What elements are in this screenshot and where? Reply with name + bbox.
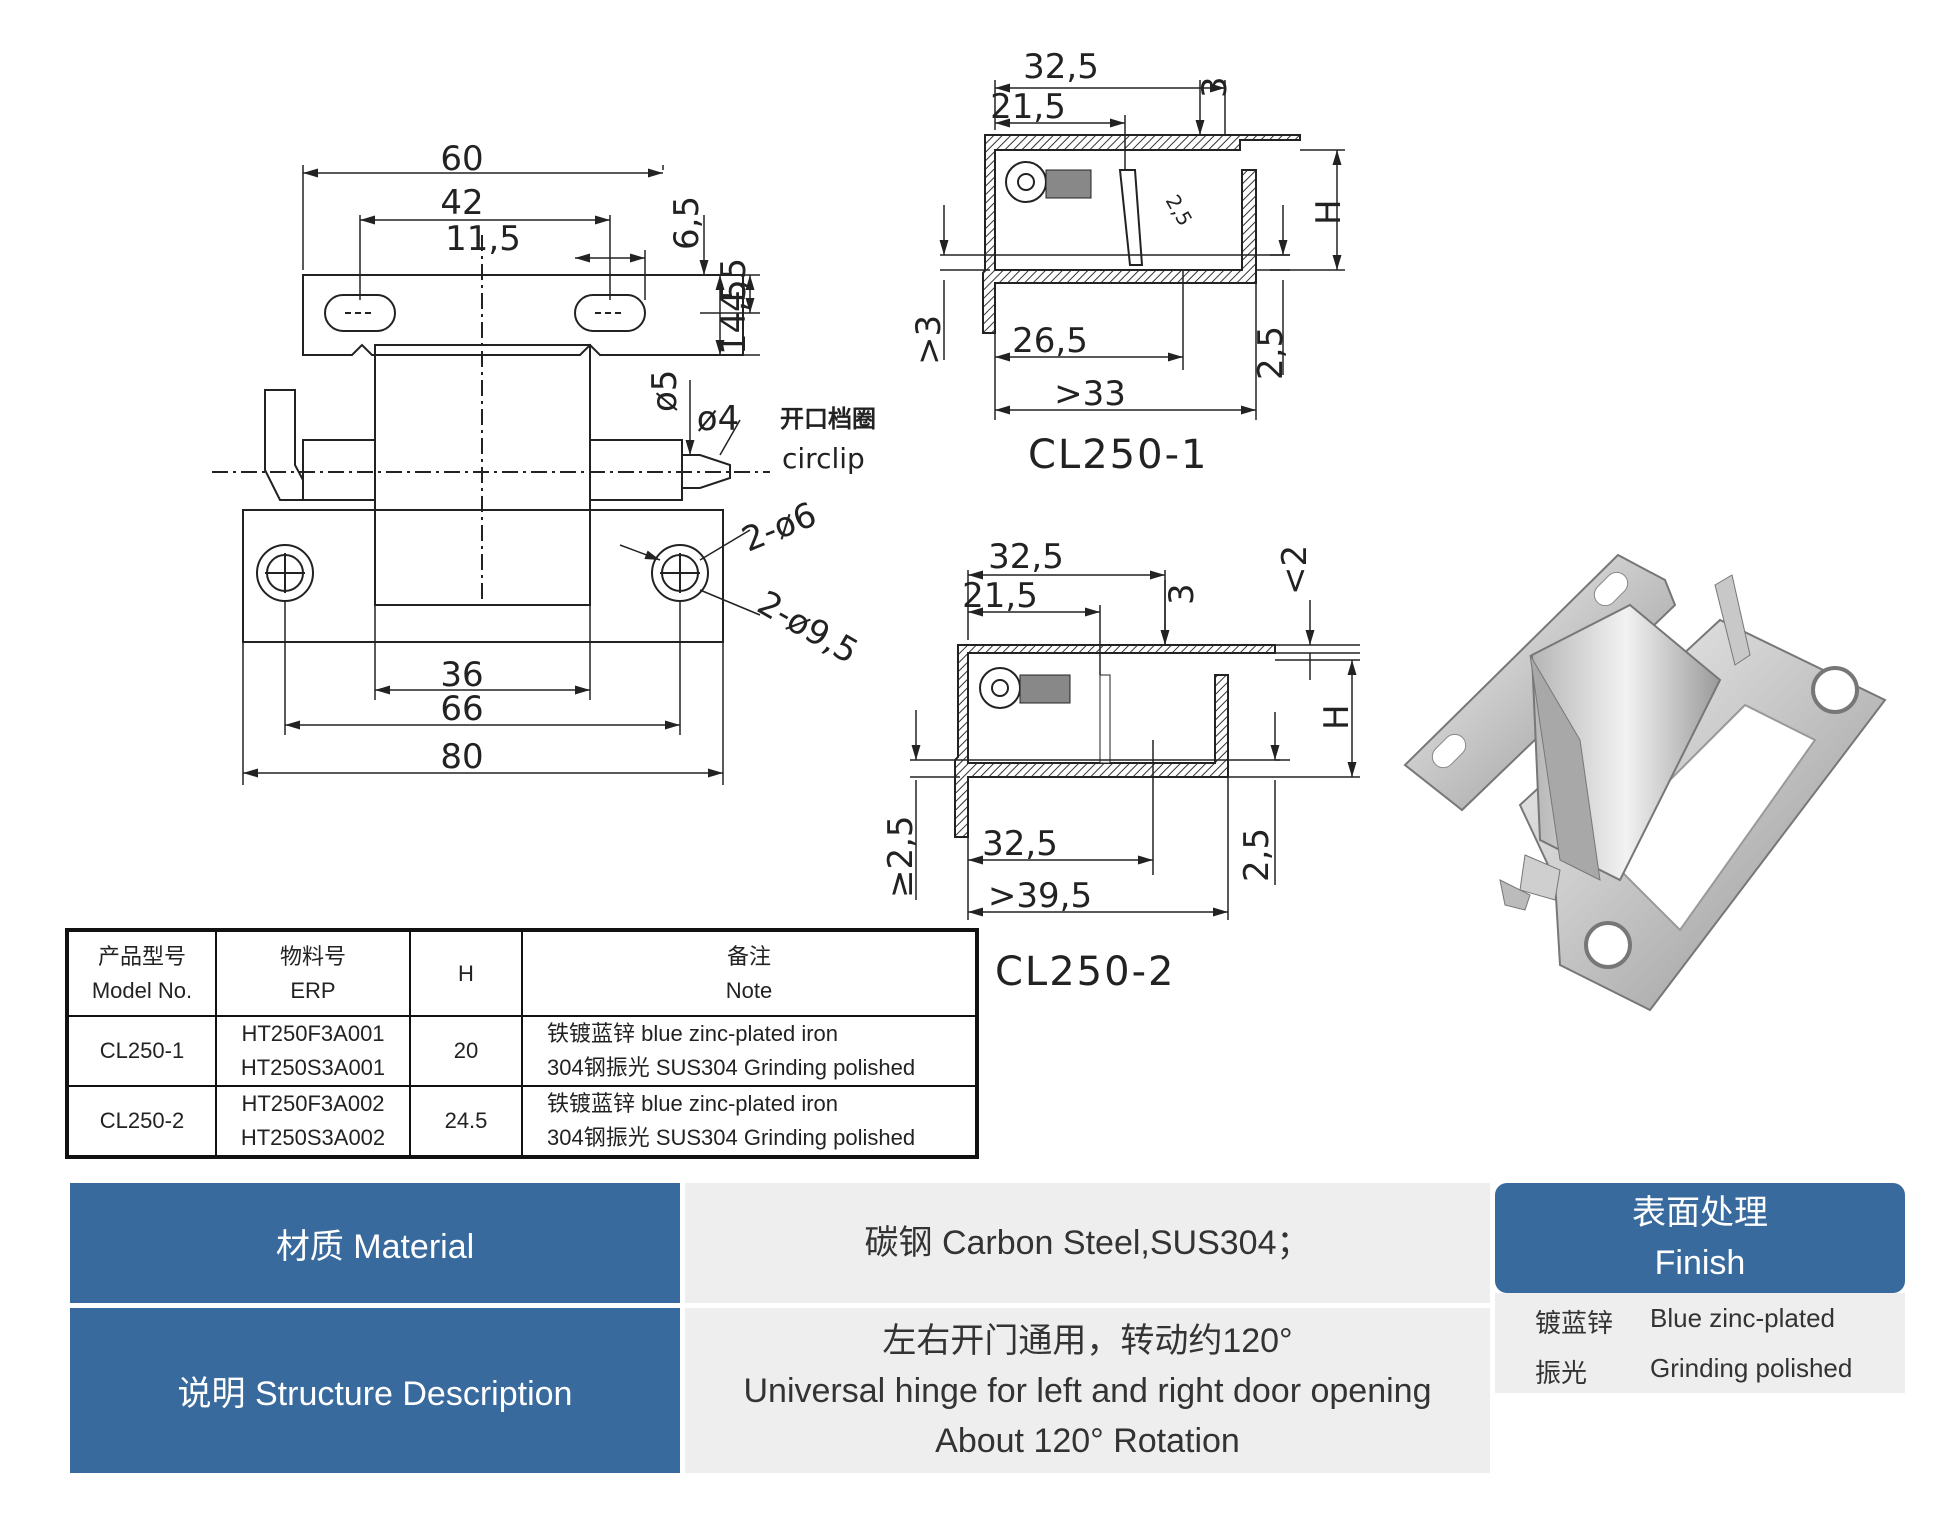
- s1-dim-gt3: >3: [909, 315, 949, 365]
- finish-list: 镀蓝锌 Blue zinc-plated 振光 Grinding polishe…: [1495, 1293, 1905, 1393]
- s1-dim-32-5: 32,5: [1023, 47, 1099, 87]
- structure-line-2: Universal hinge for left and right door …: [743, 1371, 1432, 1410]
- s1-dim-h: H: [1309, 199, 1349, 225]
- s2-dim-lt2: <2: [1275, 545, 1315, 595]
- header-model: 产品型号 Model No.: [66, 929, 217, 1017]
- cell-erp: HT250F3A002 HT250S3A002: [215, 1085, 411, 1158]
- s1-dim-2-5-small: 2,5: [1161, 191, 1198, 231]
- section-cl250-2: 32,5 21,5 3 <2 H ≥2,5 2,5 32,5 >39,5 CL2…: [881, 537, 1360, 995]
- dim-80: 80: [440, 737, 483, 777]
- spec-header-row: 产品型号 Model No. 物料号 ERP H 备注 Note: [66, 929, 978, 1017]
- finish-item: 振光 Grinding polished: [1535, 1353, 1853, 1388]
- front-view-labels: 60 42 11,5 6,5 4,5 14,5 ø5 ø4 开口档圈 circl…: [440, 139, 876, 777]
- front-view: [212, 235, 770, 643]
- table-row: CL250-1 HT250F3A001 HT250S3A001 20 铁镀蓝锌 …: [66, 1015, 978, 1087]
- material-value: 碳钢 Carbon Steel,SUS304；: [685, 1183, 1490, 1303]
- dim-2-dia-6: 2-ø6: [736, 495, 822, 561]
- spec-table: 产品型号 Model No. 物料号 ERP H 备注 Note CL250-1…: [65, 928, 979, 1159]
- finish-item: 镀蓝锌 Blue zinc-plated: [1535, 1303, 1835, 1338]
- dim-6-5: 6,5: [667, 196, 707, 250]
- cell-model: CL250-2: [66, 1085, 217, 1158]
- hinge-product-image: [1403, 553, 1887, 1012]
- cell-note: 铁镀蓝锌 blue zinc-plated iron 304钢振光 SUS304…: [521, 1085, 978, 1158]
- cell-erp: HT250F3A001 HT250S3A001: [215, 1015, 411, 1087]
- dim-60: 60: [440, 139, 483, 179]
- s1-dim-2-5: 2,5: [1251, 326, 1291, 380]
- structure-description: 左右开门通用，转动约120° Universal hinge for left …: [685, 1308, 1490, 1473]
- dim-11-5: 11,5: [445, 219, 521, 259]
- finish-header: 表面处理 Finish: [1495, 1183, 1905, 1293]
- cell-h: 24.5: [409, 1085, 523, 1158]
- dim-42: 42: [440, 183, 483, 223]
- table-row: CL250-2 HT250F3A002 HT250S3A002 24.5 铁镀蓝…: [66, 1085, 978, 1158]
- s2-dim-32-5: 32,5: [988, 537, 1064, 577]
- dim-dia-5: ø5: [645, 370, 685, 412]
- dim-36: 36: [440, 655, 483, 695]
- s2-dim-gt39-5: >39,5: [988, 876, 1092, 916]
- cell-h: 20: [409, 1015, 523, 1087]
- finish-title-en: Finish: [1654, 1244, 1746, 1282]
- finish-title-cn: 表面处理: [1632, 1194, 1768, 1232]
- s2-dim-h: H: [1317, 704, 1357, 730]
- structure-label: 说明 Structure Description: [70, 1308, 680, 1473]
- s1-dim-21-5: 21,5: [990, 87, 1066, 127]
- s1-dim-3: 3: [1195, 76, 1235, 98]
- header-h: H: [409, 929, 523, 1017]
- circlip-dia: ø4: [697, 399, 739, 439]
- s2-dim-2-5: 2,5: [1237, 828, 1277, 882]
- front-view-dimensions: [242, 165, 761, 785]
- s2-dim-ge2-5: ≥2,5: [881, 815, 921, 898]
- section1-label: CL250-1: [1028, 432, 1208, 478]
- dim-14-5: 14,5: [714, 279, 754, 355]
- s1-dim-26-5: 26,5: [1012, 321, 1088, 361]
- dim-2-dia-9-5: 2-ø9,5: [751, 583, 865, 672]
- header-note: 备注 Note: [521, 929, 978, 1017]
- circlip-en: circlip: [782, 442, 865, 475]
- circlip-cn: 开口档圈: [780, 405, 876, 433]
- header-erp: 物料号 ERP: [215, 929, 411, 1017]
- material-label: 材质 Material: [70, 1183, 680, 1303]
- cell-note: 铁镀蓝锌 blue zinc-plated iron 304钢振光 SUS304…: [521, 1015, 978, 1087]
- cell-model: CL250-1: [66, 1015, 217, 1087]
- section2-label: CL250-2: [995, 949, 1175, 995]
- s2-dim-3: 3: [1162, 583, 1202, 605]
- dim-4-5: 4,5: [714, 258, 754, 312]
- dim-66: 66: [440, 689, 483, 729]
- s1-dim-gt33: >33: [1054, 374, 1126, 414]
- structure-line-3: About 120° Rotation: [935, 1421, 1240, 1460]
- section-cl250-1: 32,5 21,5 3 2,5 H >3 2,5 26,5 >33 CL250-…: [909, 47, 1349, 478]
- s2-dim-32-5b: 32,5: [982, 824, 1058, 864]
- structure-line-1: 左右开门通用，转动约120°: [882, 1321, 1293, 1360]
- s2-dim-21-5: 21,5: [962, 576, 1038, 616]
